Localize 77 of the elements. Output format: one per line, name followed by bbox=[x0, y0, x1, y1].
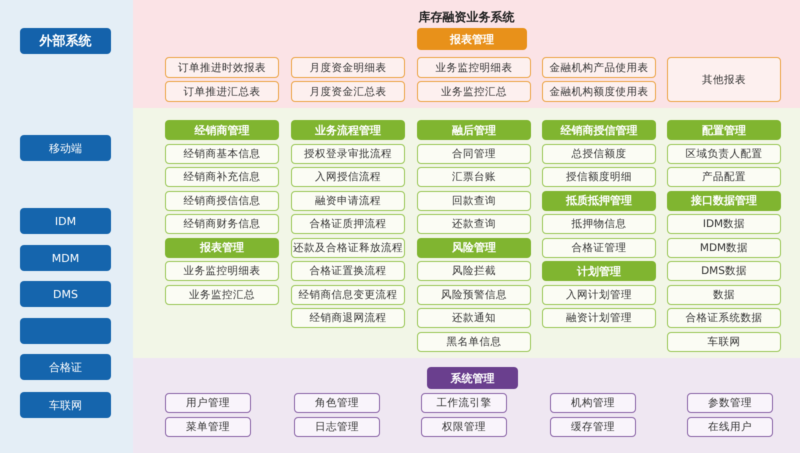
section-header: 外部系统 bbox=[20, 28, 111, 54]
module-box: 抵押物信息 bbox=[542, 214, 656, 234]
module-box: 经销商授信信息 bbox=[165, 190, 279, 210]
module-box: IDM数据 bbox=[667, 214, 781, 234]
module-box: 订单推进汇总表 bbox=[165, 81, 279, 102]
module-box: 在线用户 bbox=[687, 417, 773, 437]
section-header: 报表管理 bbox=[417, 28, 527, 50]
section-header: 接口数据管理 bbox=[667, 190, 781, 210]
module-box: 区域负责人配置 bbox=[667, 144, 781, 164]
section-header: 计划管理 bbox=[542, 261, 656, 281]
module-box: 授信额度明细 bbox=[542, 167, 656, 187]
module-box: 数据 bbox=[667, 284, 781, 304]
module-box: 黑名单信息 bbox=[417, 332, 531, 352]
module-box: 经销商补充信息 bbox=[165, 167, 279, 187]
system-box: 移动端 bbox=[20, 135, 111, 161]
module-box: 参数管理 bbox=[687, 393, 773, 413]
module-box: 合同管理 bbox=[417, 144, 531, 164]
module-box: MDM数据 bbox=[667, 238, 781, 258]
module-box: 机构管理 bbox=[550, 393, 636, 413]
system-box: 合格证 bbox=[20, 354, 111, 380]
module-box: 融资申请流程 bbox=[291, 190, 405, 210]
module-box: 缓存管理 bbox=[550, 417, 636, 437]
panel-title: 库存融资业务系统 bbox=[418, 9, 516, 26]
section-header: 经销商授信管理 bbox=[542, 120, 656, 140]
module-box: 权限管理 bbox=[421, 417, 507, 437]
module-box: 业务监控汇总 bbox=[417, 81, 531, 102]
module-box: 月度资金汇总表 bbox=[291, 81, 405, 102]
module-box: 合格证管理 bbox=[542, 238, 656, 258]
module-box: 产品配置 bbox=[667, 167, 781, 187]
module-box: 合格证系统数据 bbox=[667, 308, 781, 328]
system-box: 车联网 bbox=[20, 392, 111, 418]
section-header: 经销商管理 bbox=[165, 120, 279, 140]
module-box: 风险拦截 bbox=[417, 261, 531, 281]
module-box: 风险预警信息 bbox=[417, 284, 531, 304]
module-box: 还款查询 bbox=[417, 214, 531, 234]
module-box: 入网授信流程 bbox=[291, 167, 405, 187]
module-box: 菜单管理 bbox=[165, 417, 251, 437]
module-box: 经销商财务信息 bbox=[165, 214, 279, 234]
module-box: 合格证置换流程 bbox=[291, 261, 405, 281]
section-header: 报表管理 bbox=[165, 238, 279, 258]
module-box: 业务监控明细表 bbox=[165, 261, 279, 281]
module-box: 日志管理 bbox=[294, 417, 380, 437]
section-header: 配置管理 bbox=[667, 120, 781, 140]
section-header: 业务流程管理 bbox=[291, 120, 405, 140]
module-box: 融资计划管理 bbox=[542, 308, 656, 328]
system-box: MDM bbox=[20, 245, 111, 271]
system-box: IDM bbox=[20, 208, 111, 234]
module-box: 回款查询 bbox=[417, 190, 531, 210]
system-box bbox=[20, 318, 111, 344]
module-box: 还款通知 bbox=[417, 308, 531, 328]
system-panel bbox=[133, 0, 800, 108]
section-header: 风险管理 bbox=[417, 238, 531, 258]
module-box: 总授信额度 bbox=[542, 144, 656, 164]
section-header: 系统管理 bbox=[427, 367, 518, 389]
module-box: 金融机构产品使用表 bbox=[542, 57, 656, 78]
module-box: 汇票台账 bbox=[417, 167, 531, 187]
module-box: 其他报表 bbox=[667, 57, 781, 102]
module-box: 授权登录审批流程 bbox=[291, 144, 405, 164]
module-box: 经销商基本信息 bbox=[165, 144, 279, 164]
section-header: 融后管理 bbox=[417, 120, 531, 140]
module-box: 订单推进时效报表 bbox=[165, 57, 279, 78]
module-box: 工作流引擎 bbox=[421, 393, 507, 413]
module-box: 用户管理 bbox=[165, 393, 251, 413]
module-box: 金融机构额度使用表 bbox=[542, 81, 656, 102]
module-box: 经销商信息变更流程 bbox=[291, 284, 405, 304]
module-box: DMS数据 bbox=[667, 261, 781, 281]
section-header: 抵质抵押管理 bbox=[542, 190, 656, 210]
module-box: 业务监控汇总 bbox=[165, 284, 279, 304]
module-box: 经销商退网流程 bbox=[291, 308, 405, 328]
module-box: 还款及合格证释放流程 bbox=[291, 238, 405, 258]
system-box: DMS bbox=[20, 281, 111, 307]
module-box: 合格证质押流程 bbox=[291, 214, 405, 234]
module-box: 入网计划管理 bbox=[542, 284, 656, 304]
module-box: 月度资金明细表 bbox=[291, 57, 405, 78]
module-box: 车联网 bbox=[667, 332, 781, 352]
module-box: 业务监控明细表 bbox=[417, 57, 531, 78]
module-box: 角色管理 bbox=[294, 393, 380, 413]
